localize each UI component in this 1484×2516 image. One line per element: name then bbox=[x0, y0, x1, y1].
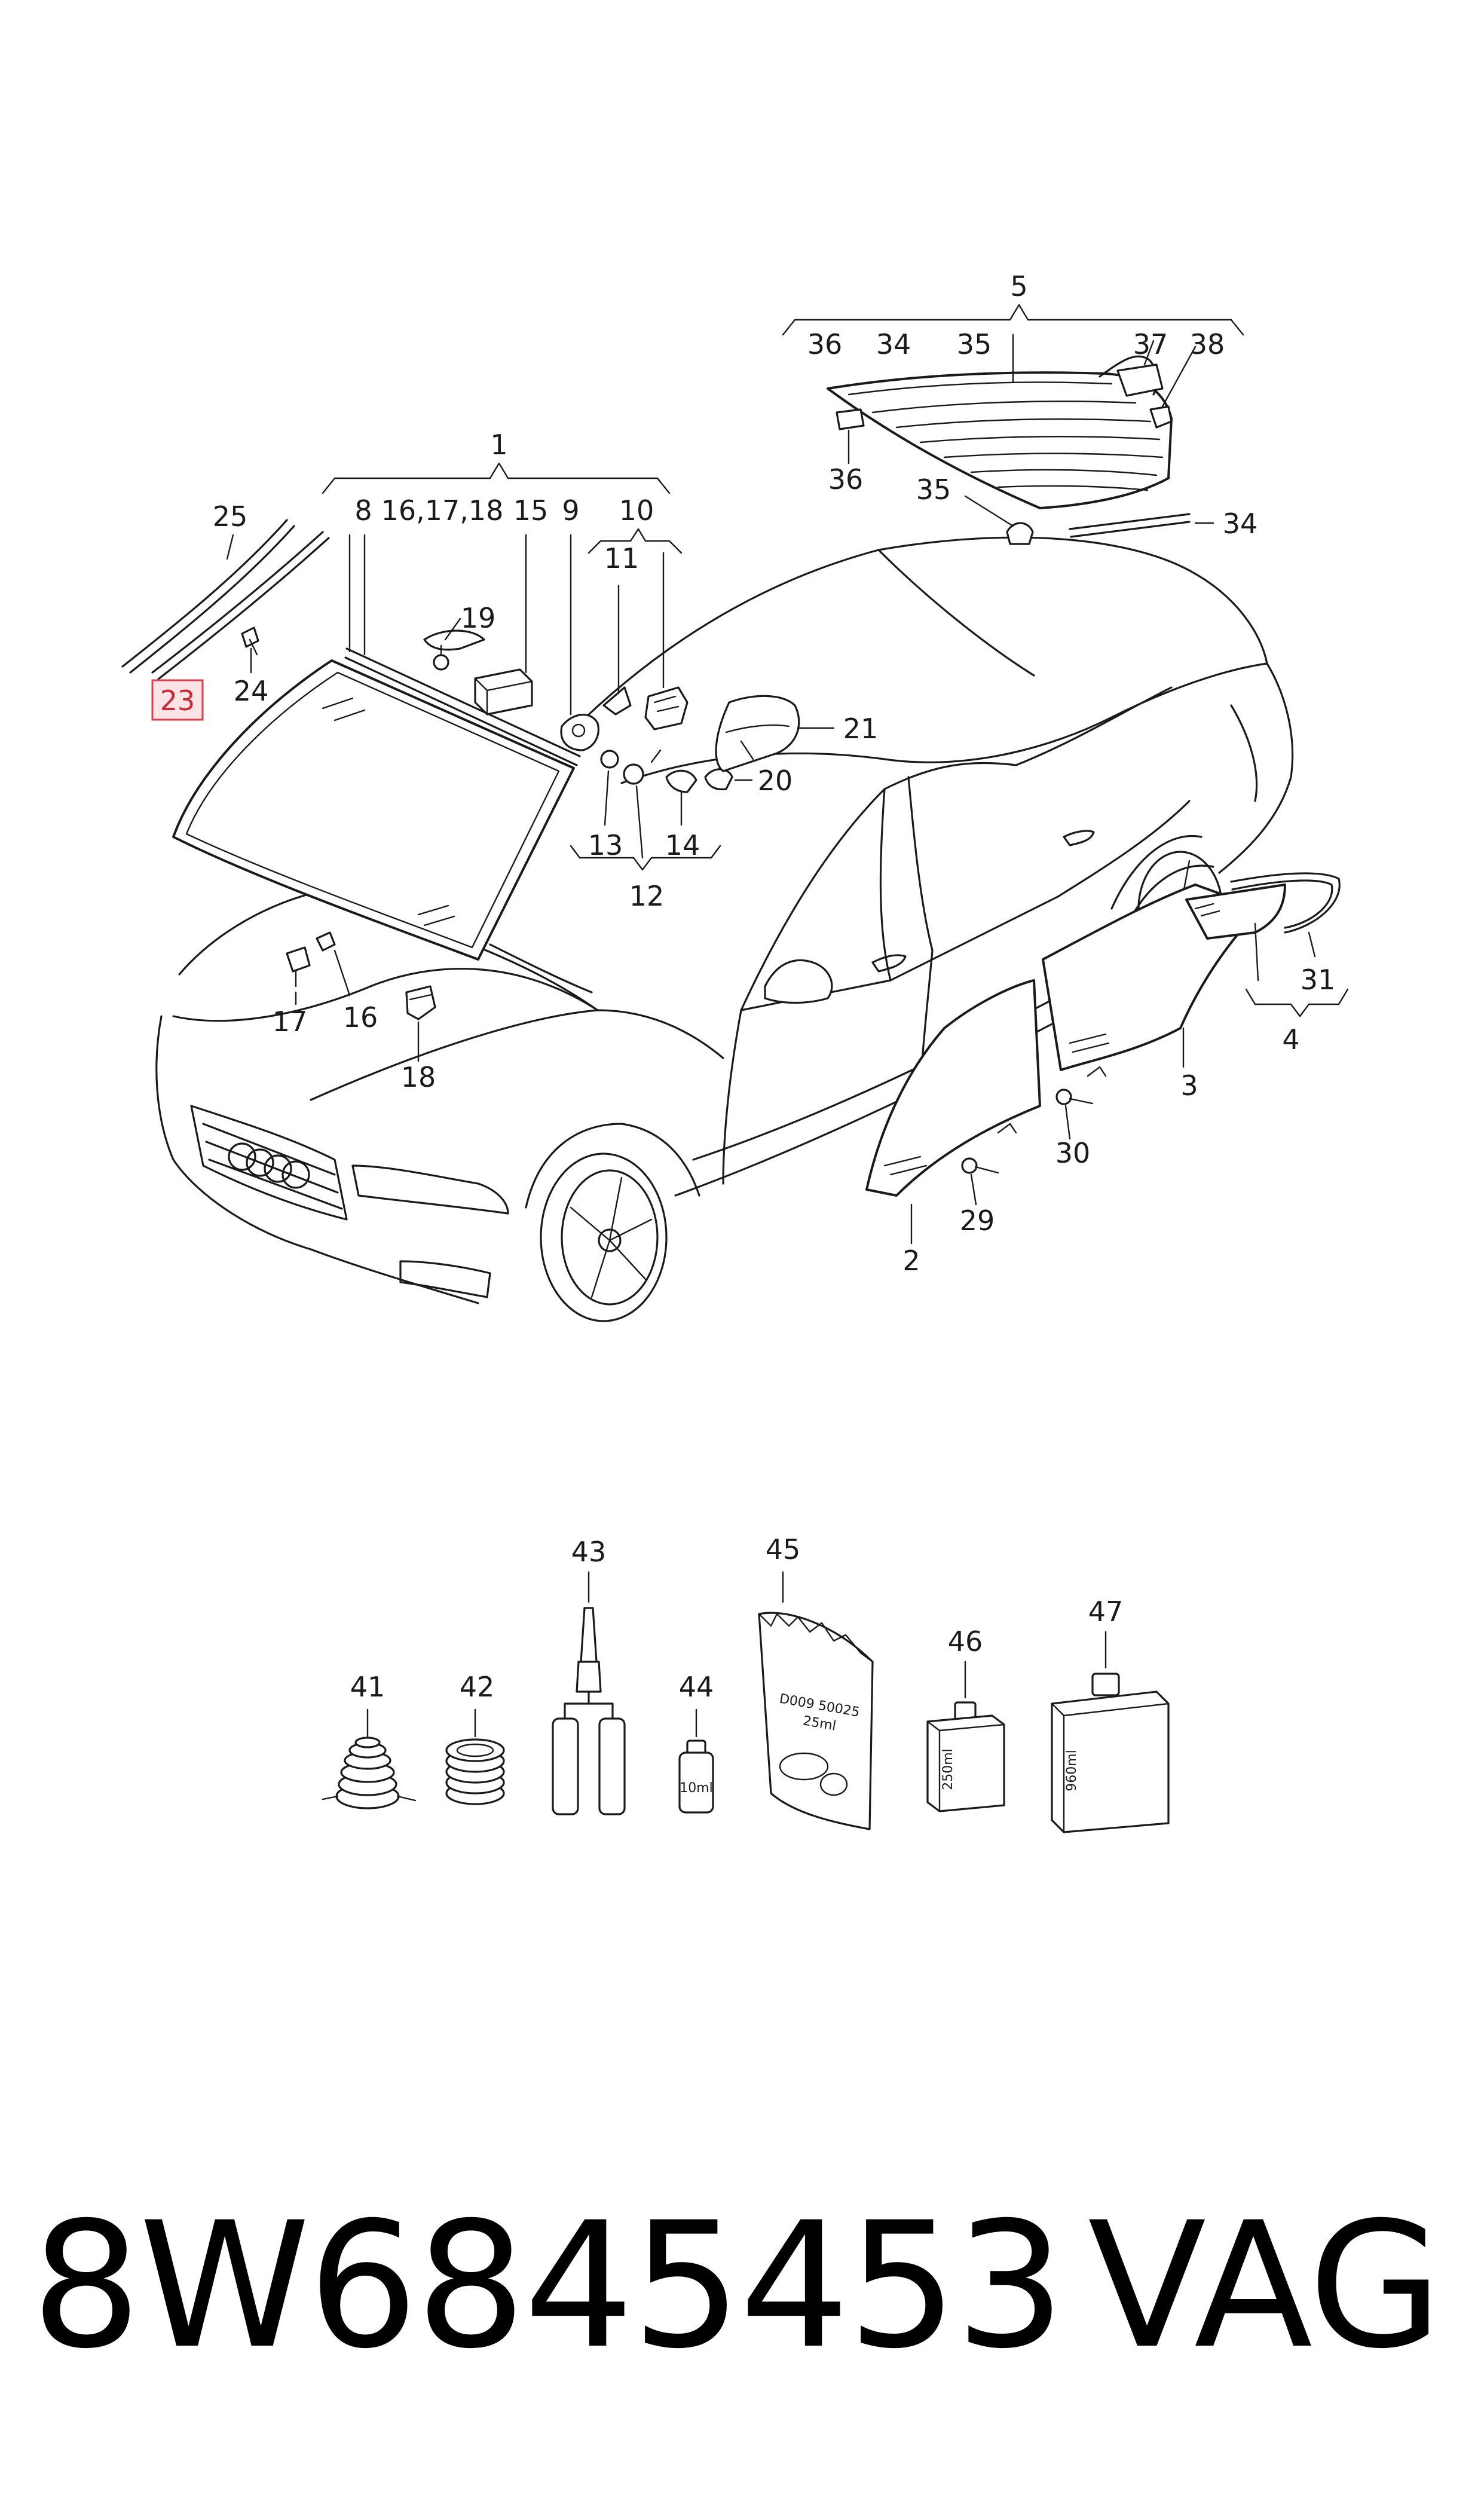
small-parts bbox=[241, 626, 800, 1020]
item-46-bottle: 250ml bbox=[926, 1661, 1005, 1812]
callout-12: 12 bbox=[629, 880, 665, 912]
door-glass-parts bbox=[865, 872, 1341, 1197]
callout-25: 25 bbox=[213, 500, 248, 533]
callout-11: 11 bbox=[604, 542, 640, 574]
callout-16: 16 bbox=[343, 1001, 378, 1034]
item-47-volume-label: 960ml bbox=[1064, 1750, 1079, 1792]
callout-43: 43 bbox=[571, 1536, 607, 1568]
callout-14: 14 bbox=[665, 829, 700, 861]
callout-1: 1 bbox=[490, 429, 507, 461]
item-46-volume-label: 250ml bbox=[941, 1748, 956, 1790]
callout-36: 36 bbox=[828, 463, 864, 496]
callout-18: 18 bbox=[401, 1061, 436, 1093]
callout-23: 23 bbox=[160, 684, 195, 717]
item-45-bag: D009 50025 25ml bbox=[758, 1571, 874, 1830]
windshield-glass bbox=[172, 647, 593, 993]
callout-45: 45 bbox=[766, 1533, 801, 1566]
callout-19: 19 bbox=[461, 602, 496, 634]
callout-34-bracket: 34 bbox=[876, 328, 911, 360]
item-42-coil bbox=[445, 1708, 505, 1805]
accessories-row: 10ml D009 50025 25ml 250ml 960ml bbox=[322, 1533, 1170, 1833]
item-43-dual-cartridge bbox=[552, 1571, 626, 1815]
rear-window-glass bbox=[827, 355, 1191, 545]
part-number-text: 8W6845453 bbox=[31, 2185, 1066, 2387]
item-44-volume-label: 10ml bbox=[680, 1781, 713, 1796]
callout-16-17-18: 16,17,18 bbox=[381, 494, 504, 527]
callout-13: 13 bbox=[588, 829, 623, 861]
callout-10: 10 bbox=[619, 494, 654, 527]
exploded-view-illustration: 1 8 16,17,18 15 9 10 11 19 21 20 13 14 1… bbox=[121, 270, 1349, 1833]
callout-9: 9 bbox=[562, 494, 579, 527]
brand-text: VAG bbox=[1088, 2185, 1443, 2387]
leader-lines bbox=[226, 304, 1349, 1245]
callout-44: 44 bbox=[679, 1671, 714, 1703]
callout-5: 5 bbox=[1010, 270, 1027, 302]
callout-42: 42 bbox=[460, 1671, 495, 1703]
callout-36-bracket: 36 bbox=[807, 328, 843, 360]
callout-numbers: 1 8 16,17,18 15 9 10 11 19 21 20 13 14 1… bbox=[151, 270, 1336, 1277]
callout-3: 3 bbox=[1180, 1069, 1198, 1102]
callout-35: 35 bbox=[916, 473, 951, 506]
callout-24: 24 bbox=[234, 675, 269, 707]
callout-35-bracket: 35 bbox=[957, 328, 992, 360]
callout-47: 47 bbox=[1088, 1595, 1124, 1628]
callout-41: 41 bbox=[350, 1671, 385, 1703]
windshield-side-strips bbox=[121, 519, 330, 680]
callout-17: 17 bbox=[273, 1005, 308, 1038]
callout-15: 15 bbox=[513, 494, 549, 527]
callout-38: 38 bbox=[1190, 328, 1225, 360]
callout-34: 34 bbox=[1223, 508, 1258, 540]
callout-21: 21 bbox=[843, 713, 879, 745]
callout-2: 2 bbox=[902, 1245, 920, 1277]
callout-29: 29 bbox=[960, 1204, 995, 1237]
callout-23-highlighted[interactable]: 23 bbox=[151, 679, 204, 721]
item-47-canister: 960ml bbox=[1051, 1631, 1170, 1833]
item-44-small-bottle: 10ml bbox=[678, 1708, 714, 1814]
callout-30: 30 bbox=[1055, 1137, 1091, 1169]
callout-20: 20 bbox=[758, 765, 793, 797]
item-41-seal-roll bbox=[322, 1708, 417, 1809]
callout-8: 8 bbox=[354, 494, 372, 527]
callout-37: 37 bbox=[1133, 328, 1168, 360]
callout-31: 31 bbox=[1301, 964, 1336, 996]
callout-46: 46 bbox=[948, 1625, 983, 1658]
callout-4: 4 bbox=[1282, 1023, 1299, 1056]
